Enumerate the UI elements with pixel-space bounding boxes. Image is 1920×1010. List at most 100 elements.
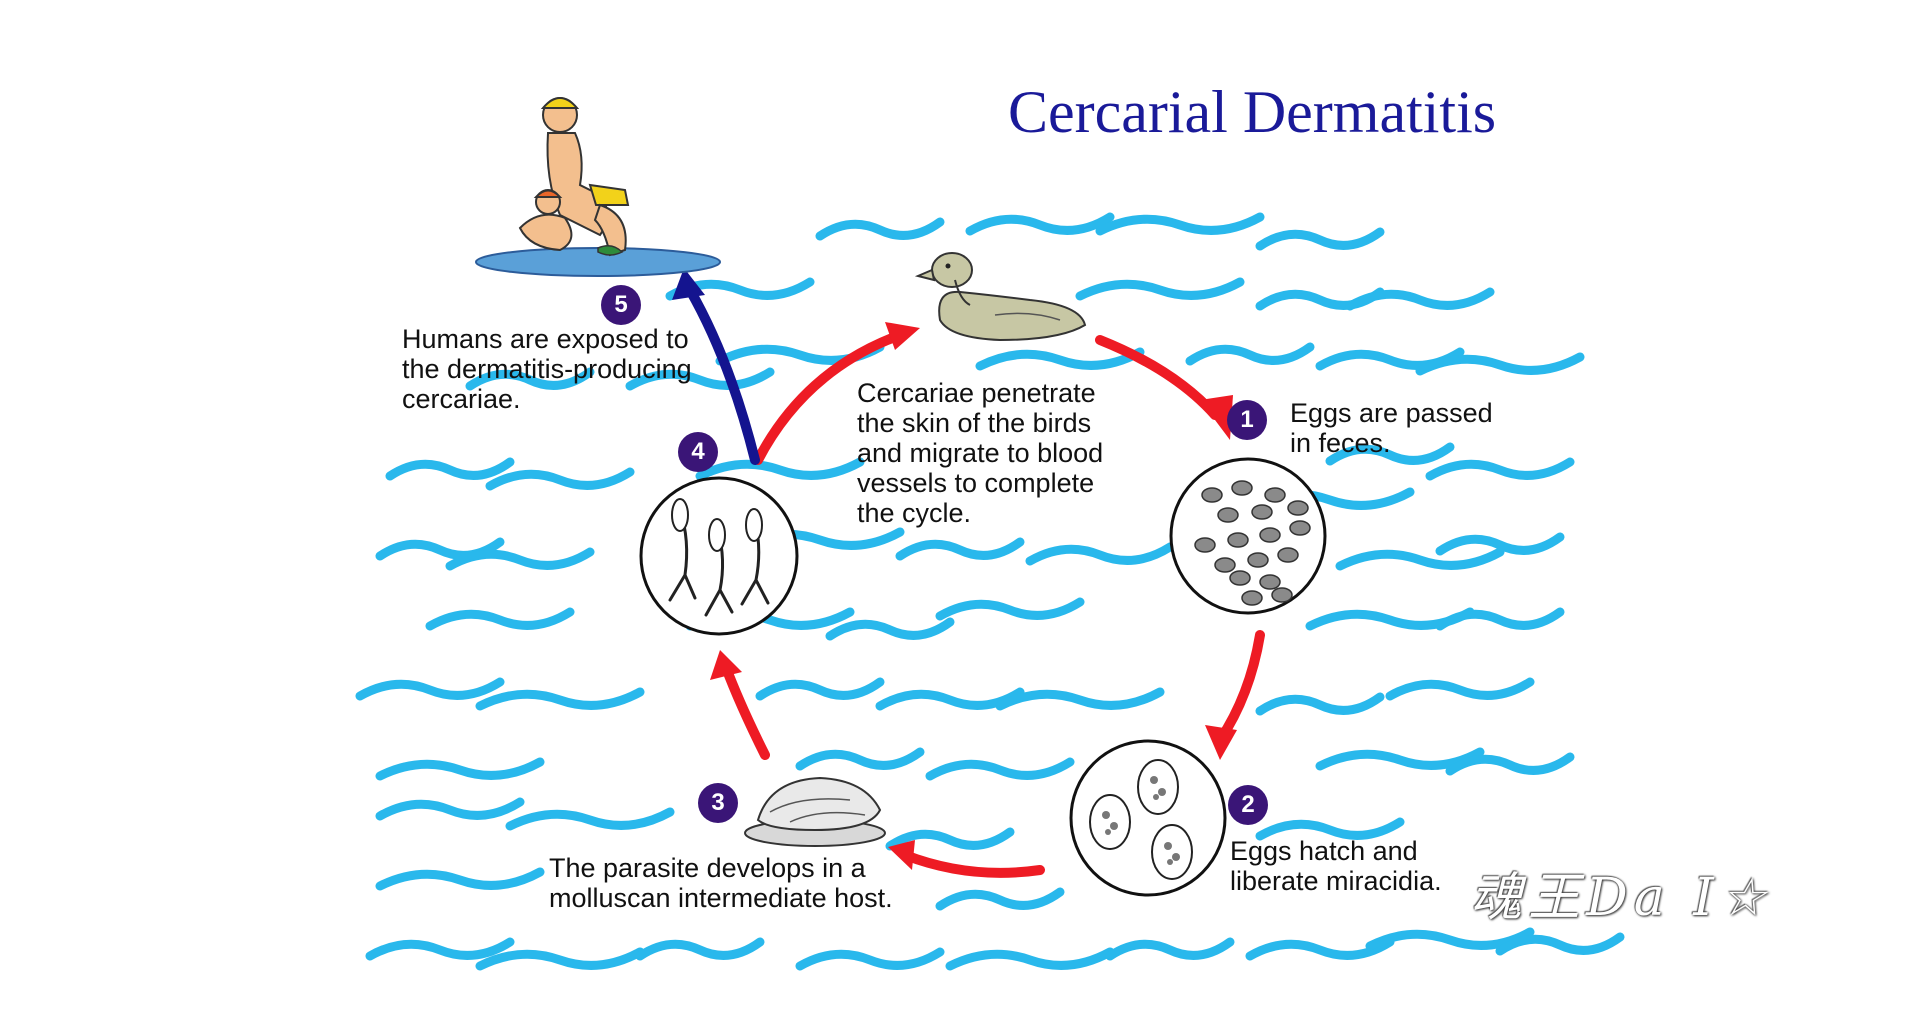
egg-mark (1277, 547, 1299, 563)
wave-mark (755, 677, 885, 701)
egg-mark (1194, 537, 1216, 553)
duck-icon (914, 252, 1087, 342)
diagram-title: Cercarial Dermatitis (1008, 79, 1497, 145)
arrow-to-humans (685, 285, 760, 465)
wave-mark (885, 827, 1015, 851)
caption-line: liberate miracidia. (1230, 866, 1442, 896)
wave-mark (1025, 542, 1175, 566)
wave-mark (355, 677, 505, 701)
snail-icon (744, 776, 886, 847)
wave-mark (995, 687, 1165, 711)
wave-mark (895, 537, 1025, 561)
cercariae-circle-icon (639, 476, 799, 636)
wave-mark (1095, 212, 1265, 236)
wave-mark (815, 217, 945, 241)
arrow-snail-to-cercariae (720, 660, 770, 760)
caption-line: molluscan intermediate host. (549, 883, 893, 913)
arrowhead-to-eggs (1200, 395, 1233, 440)
wave-mark (1315, 747, 1485, 771)
wave-mark (1445, 752, 1575, 776)
wave-mark (375, 757, 545, 781)
wave-mark (975, 347, 1145, 371)
wave-mark (385, 457, 515, 481)
egg-mark (1259, 574, 1281, 590)
arrowhead-to-bird (885, 322, 920, 350)
arrow-bird-to-eggs (1095, 335, 1220, 420)
wave-mark (925, 757, 1075, 781)
caption-line: in feces. (1290, 428, 1391, 458)
arrow-hatch-to-snail (900, 850, 1045, 878)
wave-mark (445, 547, 595, 571)
wave-mark (475, 947, 645, 971)
caption-line: cercariae. (402, 384, 521, 414)
wave-mark (505, 807, 675, 831)
wave-mark (625, 367, 775, 391)
watermark-text: 魂王Da I☆ (1470, 868, 1773, 928)
caption-line: the skin of the birds (857, 408, 1092, 438)
swimmers-icon (475, 97, 721, 277)
wave-mark (635, 937, 765, 961)
wave-mark (1345, 287, 1495, 311)
egg-mark (1214, 557, 1236, 573)
egg-mark (1217, 507, 1239, 523)
wave-mark (1105, 937, 1235, 961)
cycle-arrows (672, 268, 1265, 878)
step-1-caption: Eggs are passed in feces. (1290, 398, 1493, 458)
wave-mark (1325, 442, 1455, 466)
step-5-caption: Humans are exposed to the dermatitis-pro… (402, 324, 692, 414)
egg-mark (1247, 552, 1269, 568)
water-waves-background (355, 212, 1625, 971)
wave-mark (1385, 677, 1535, 701)
wave-mark (695, 457, 865, 481)
step-4-caption: Cercariae penetrate the skin of the bird… (857, 378, 1103, 528)
egg-mark (1229, 570, 1251, 586)
caption-line: the dermatitis-producing (402, 354, 692, 384)
wave-mark (1075, 277, 1245, 301)
step-2-caption: Eggs hatch and liberate miracidia. (1230, 836, 1442, 896)
egg-mark (1287, 500, 1309, 516)
wave-mark (965, 212, 1115, 236)
miracidia-circle-icon (1069, 739, 1227, 897)
step-3-caption: The parasite develops in a molluscan int… (549, 853, 893, 913)
step-badge-2: 2 (1228, 785, 1268, 825)
arrowhead-to-hatch (1205, 725, 1237, 760)
egg-mark (1231, 480, 1253, 496)
caption-line: The parasite develops in a (549, 853, 866, 883)
wave-mark (825, 617, 955, 641)
egg-mark (1227, 532, 1249, 548)
caption-line: and migrate to blood (857, 438, 1104, 468)
arrowhead-to-snail (888, 840, 915, 870)
wave-mark (365, 937, 515, 961)
wave-mark (795, 747, 925, 771)
egg-mark (1201, 487, 1223, 503)
egg-mark (1259, 527, 1281, 543)
egg-mark (1241, 590, 1263, 606)
wave-mark (1255, 227, 1385, 251)
arrowhead-to-humans (672, 268, 705, 300)
caption-line: Eggs are passed (1290, 398, 1493, 428)
wave-mark (935, 887, 1065, 911)
wave-mark (1425, 457, 1575, 481)
wave-mark (1335, 547, 1505, 571)
step-badge-5: 5 (601, 285, 641, 325)
arrow-eggs-to-hatch (1215, 630, 1265, 745)
wave-mark (485, 467, 635, 491)
wave-mark (1245, 937, 1395, 961)
egg-mark (1271, 587, 1293, 603)
wave-mark (795, 947, 945, 971)
caption-line: the cycle. (857, 498, 972, 528)
eggs-circle-icon (1169, 457, 1327, 615)
arrow-cercariae-to-bird (753, 330, 905, 465)
step-badge-1: 1 (1227, 400, 1267, 440)
egg-mark (1251, 504, 1273, 520)
step-badge-4: 4 (678, 432, 718, 472)
wave-mark (1435, 532, 1565, 556)
caption-line: Humans are exposed to (402, 324, 689, 354)
wave-mark (465, 367, 595, 391)
wave-mark (1255, 817, 1405, 841)
wave-mark (1415, 352, 1585, 376)
caption-line: Eggs hatch and (1230, 836, 1418, 866)
wave-mark (375, 797, 525, 821)
wave-mark (935, 597, 1085, 621)
